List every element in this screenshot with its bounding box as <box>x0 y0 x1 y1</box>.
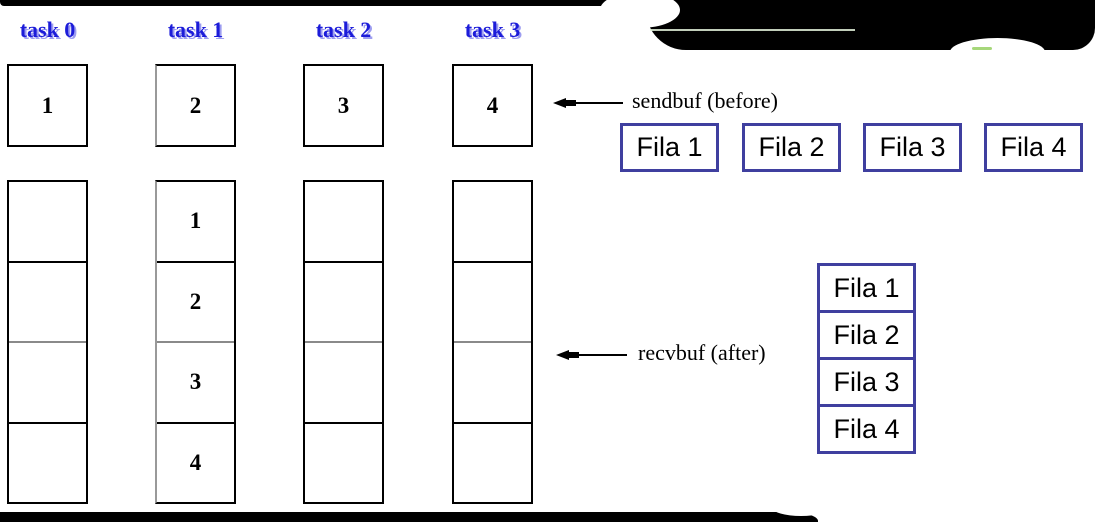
recv-cell <box>305 343 382 424</box>
task-0-send-value: 1 <box>41 92 54 118</box>
task-3-label: task 3 <box>464 17 521 42</box>
task-1-send-value: 2 <box>189 92 202 118</box>
recv-cell <box>305 263 382 343</box>
task-3-recvbuf-column <box>452 180 533 504</box>
recv-cell <box>9 182 86 263</box>
fila-row-box-4: Fila 4 <box>984 123 1083 172</box>
recv-cell <box>9 424 86 503</box>
fila-stack-cell-4: Fila 4 <box>817 404 916 454</box>
scan-artifact-notch <box>772 499 830 516</box>
fila-stack-cell-3: Fila 3 <box>817 357 916 407</box>
task-2-label: task 2 <box>315 17 372 42</box>
sendbuf-label: sendbuf (before) <box>632 88 778 113</box>
recv-cell <box>454 424 531 503</box>
scan-artifact-notch <box>600 0 680 28</box>
task-0-recvbuf-column <box>7 180 88 504</box>
recv-cell: 4 <box>189 449 202 475</box>
recv-cell: 2 <box>157 263 234 343</box>
scan-artifact-green-dash <box>972 47 992 50</box>
task-0-sendbuf-box: 1 <box>7 64 88 147</box>
fila-stack: Fila 1 Fila 2 Fila 3 Fila 4 <box>817 263 916 454</box>
scan-artifact-top-bar <box>0 0 1095 6</box>
task-0-label: task 0 <box>19 17 76 42</box>
scan-artifact-notch <box>950 38 1045 66</box>
fila-row-box-3: Fila 3 <box>863 123 962 172</box>
task-1-sendbuf-box: 2 <box>155 64 236 147</box>
fila-stack-cell-2: Fila 2 <box>817 310 916 360</box>
task-2-sendbuf-box: 3 <box>303 64 384 147</box>
task-3-send-value: 4 <box>486 92 499 118</box>
scan-artifact-bottom-bar <box>0 512 818 522</box>
recv-cell: 3 <box>157 343 234 424</box>
scan-artifact-scratch-line <box>650 29 855 31</box>
task-2-recvbuf-column <box>303 180 384 504</box>
recv-cell: 1 <box>157 182 234 263</box>
recv-cell <box>305 424 382 503</box>
recvbuf-label: recvbuf (after) <box>638 340 766 365</box>
fila-row-box-2: Fila 2 <box>742 123 841 172</box>
recv-cell <box>454 343 531 424</box>
recv-cell <box>305 182 382 263</box>
recv-cell <box>454 263 531 343</box>
task-1-label: task 1 <box>167 17 224 42</box>
task-3-sendbuf-box: 4 <box>452 64 533 147</box>
task-2-send-value: 3 <box>337 92 350 118</box>
fila-stack-cell-1: Fila 1 <box>817 263 916 313</box>
task-1-recvbuf-column: 1 2 3 4 <box>155 180 236 504</box>
recv-cell <box>454 182 531 263</box>
recv-cell <box>9 343 86 424</box>
recv-cell <box>9 263 86 343</box>
fila-row-box-1: Fila 1 <box>620 123 719 172</box>
